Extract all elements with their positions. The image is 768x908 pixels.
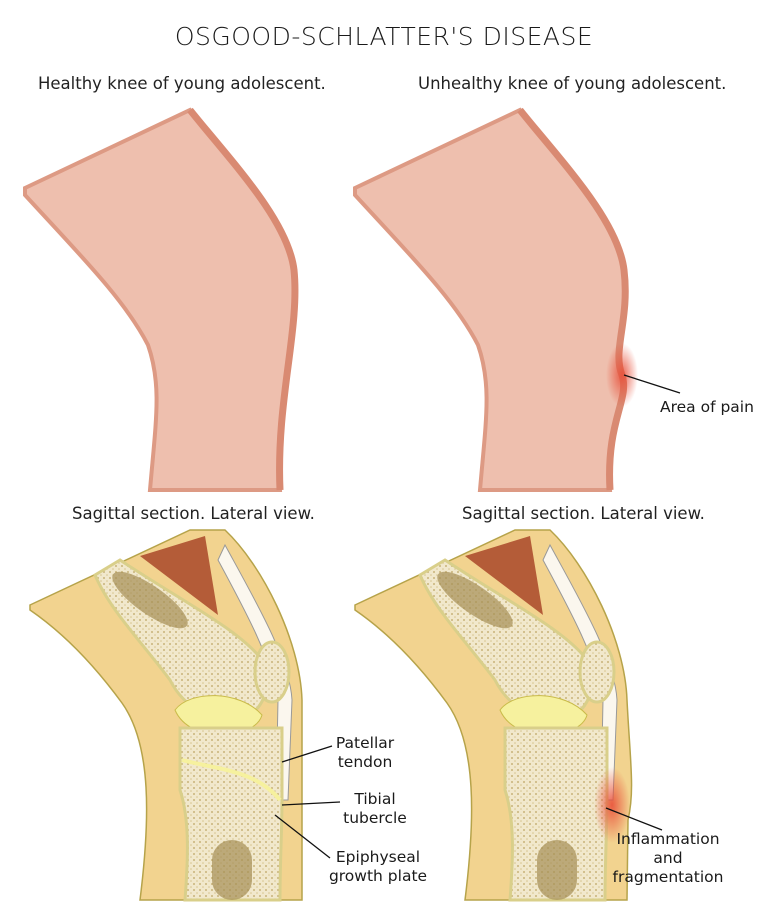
unhealthy-knee-section xyxy=(354,529,663,902)
tibial-tubercle-label: Tibial tubercle xyxy=(330,790,420,828)
pain-leader-line xyxy=(623,374,681,394)
label-line: tendon xyxy=(337,753,393,771)
label-line: and xyxy=(653,849,683,867)
patellar-tendon-label: Patellar tendon xyxy=(320,734,410,772)
epiphyseal-growth-plate-label: Epiphyseal growth plate xyxy=(318,848,438,886)
section-left-caption: Sagittal section. Lateral view. xyxy=(72,504,315,523)
unhealthy-knee xyxy=(353,107,681,492)
label-line: fragmentation xyxy=(612,868,724,886)
label-line: Patellar xyxy=(335,734,395,752)
label-line: Epiphyseal xyxy=(335,848,421,866)
area-of-pain-label: Area of pain xyxy=(660,398,754,416)
healthy-knee-caption: Healthy knee of young adolescent. xyxy=(38,74,326,93)
label-line: tubercle xyxy=(343,809,407,827)
page-title: OSGOOD-SCHLATTER'S DISEASE xyxy=(174,22,594,51)
label-line: growth plate xyxy=(328,867,428,885)
unhealthy-knee-caption: Unhealthy knee of young adolescent. xyxy=(418,74,727,93)
section-right-caption: Sagittal section. Lateral view. xyxy=(462,504,705,523)
inflammation-area xyxy=(594,767,630,843)
pain-area xyxy=(606,343,638,407)
label-line: Inflammation xyxy=(616,830,720,848)
healthy-knee xyxy=(23,107,299,492)
label-line: Tibial xyxy=(354,790,396,808)
healthy-knee-section xyxy=(29,529,341,902)
inflammation-fragmentation-label: Inflammation and fragmentation xyxy=(606,830,730,887)
